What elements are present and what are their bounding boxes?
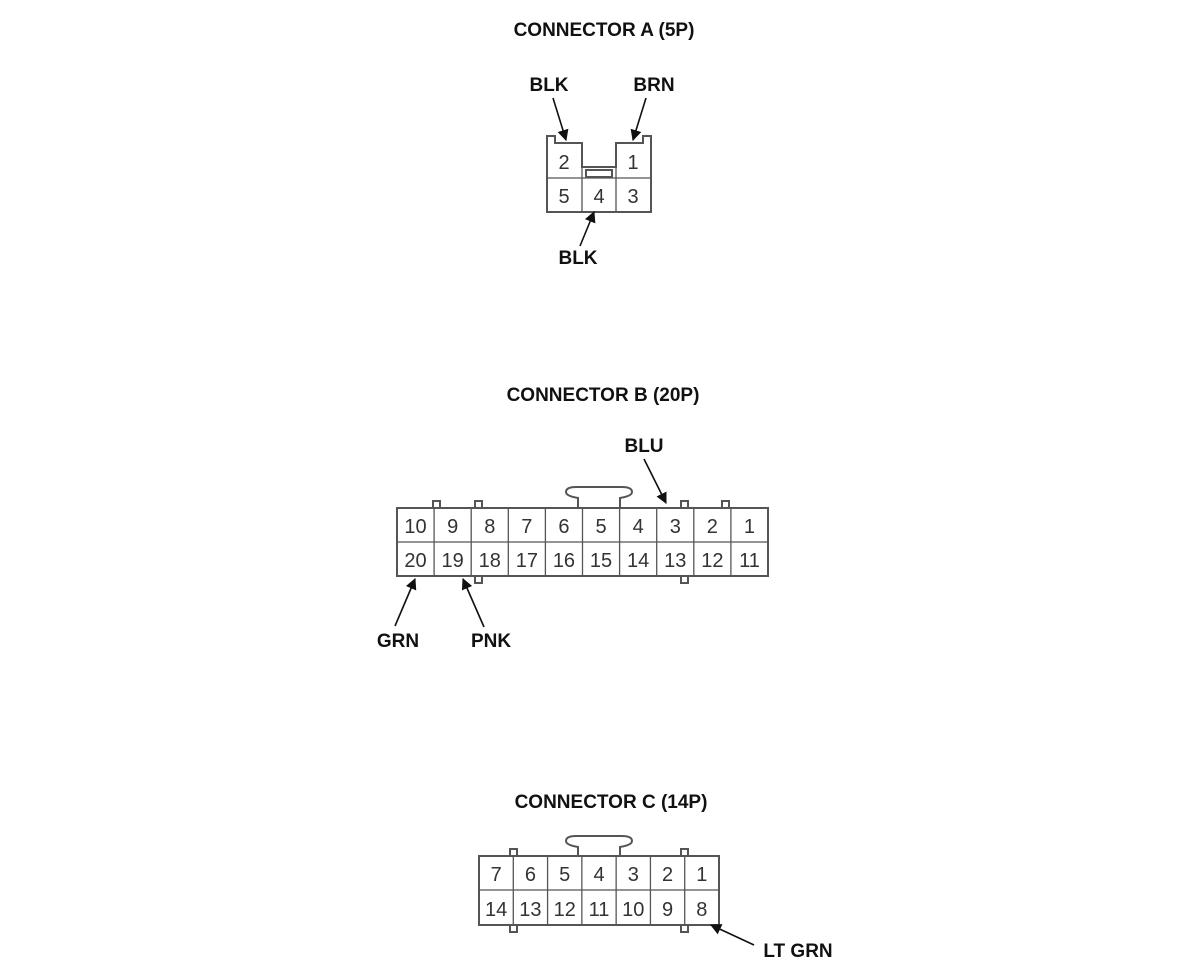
connector-a-latch (585, 169, 613, 178)
connector-b-pin: 19 (442, 550, 464, 572)
connector-a-pin: 2 (558, 152, 569, 174)
connector-b-pin: 12 (701, 550, 723, 572)
connector-b-pin: 6 (558, 516, 569, 538)
connector-b-pin: 9 (447, 516, 458, 538)
connector-b-pin: 7 (521, 516, 532, 538)
connector-c-pin: 4 (593, 864, 604, 886)
connector-b-pin: 15 (590, 550, 612, 572)
connector-c-pin: 9 (662, 899, 673, 921)
connector-b: CONNECTOR B (20P) 10 9 8 7 6 5 4 3 2 1 2… (377, 385, 769, 652)
wire-label-blu-pin3: BLU (624, 436, 663, 457)
connector-b-pin: 10 (404, 516, 426, 538)
connector-b-pin: 8 (484, 516, 495, 538)
connector-b-title: CONNECTOR B (20P) (507, 385, 700, 406)
connector-b-pin: 2 (707, 516, 718, 538)
connector-c-pin: 3 (628, 864, 639, 886)
leader-arrow (461, 577, 485, 628)
connector-b-pin: 4 (633, 516, 644, 538)
wire-label-lt-grn-pin8: LT GRN (763, 941, 832, 962)
connector-b-pin: 14 (627, 550, 649, 572)
connector-b-pin: 1 (744, 516, 755, 538)
connector-c-pin: 14 (485, 899, 507, 921)
leader-arrow (394, 577, 417, 627)
leader-arrow (579, 210, 596, 247)
connector-c: CONNECTOR C (14P) 7 6 5 4 3 2 1 14 13 12… (478, 792, 833, 962)
leader-arrow (643, 458, 667, 505)
connector-c-pin: 8 (696, 899, 707, 921)
connector-b-pin: 16 (553, 550, 575, 572)
connector-a-pin: 3 (627, 186, 638, 208)
connector-a-pin: 1 (627, 152, 638, 174)
wire-label-pnk-pin19: PNK (471, 631, 511, 652)
connector-a-title: CONNECTOR A (5P) (514, 20, 695, 41)
connector-b-pin: 18 (479, 550, 501, 572)
wire-label-blk-pin4: BLK (558, 248, 597, 269)
connector-b-pin: 3 (670, 516, 681, 538)
connector-c-pin: 7 (491, 864, 502, 886)
wire-label-brn-pin1: BRN (633, 75, 674, 96)
connector-c-latch (564, 835, 634, 857)
leader-arrow (709, 924, 755, 946)
connector-c-pin: 2 (662, 864, 673, 886)
connector-b-pin: 5 (595, 516, 606, 538)
connector-a-pin: 4 (593, 186, 604, 208)
wire-label-grn-pin20: GRN (377, 631, 419, 652)
connector-b-pin: 13 (664, 550, 686, 572)
connector-c-pin: 10 (622, 899, 644, 921)
connector-b-pin: 11 (739, 550, 760, 572)
connector-c-pin: 1 (696, 864, 707, 886)
connector-c-pin: 13 (519, 899, 541, 921)
connector-b-pin: 17 (516, 550, 538, 572)
connector-c-pin: 6 (525, 864, 536, 886)
connector-c-pin: 12 (554, 899, 576, 921)
leader-arrow (552, 97, 569, 142)
connector-b-pin: 20 (404, 550, 426, 572)
connector-c-pin: 5 (559, 864, 570, 886)
connector-c-title: CONNECTOR C (14P) (515, 792, 708, 813)
leader-arrow (630, 97, 647, 142)
connector-a-pin: 5 (558, 186, 569, 208)
wire-label-blk-pin2: BLK (529, 75, 568, 96)
connector-c-pin: 11 (589, 899, 610, 921)
connector-b-latch (564, 486, 634, 509)
connector-a: CONNECTOR A (5P) 2 1 5 4 3 BLK BRN BLK (514, 20, 695, 269)
